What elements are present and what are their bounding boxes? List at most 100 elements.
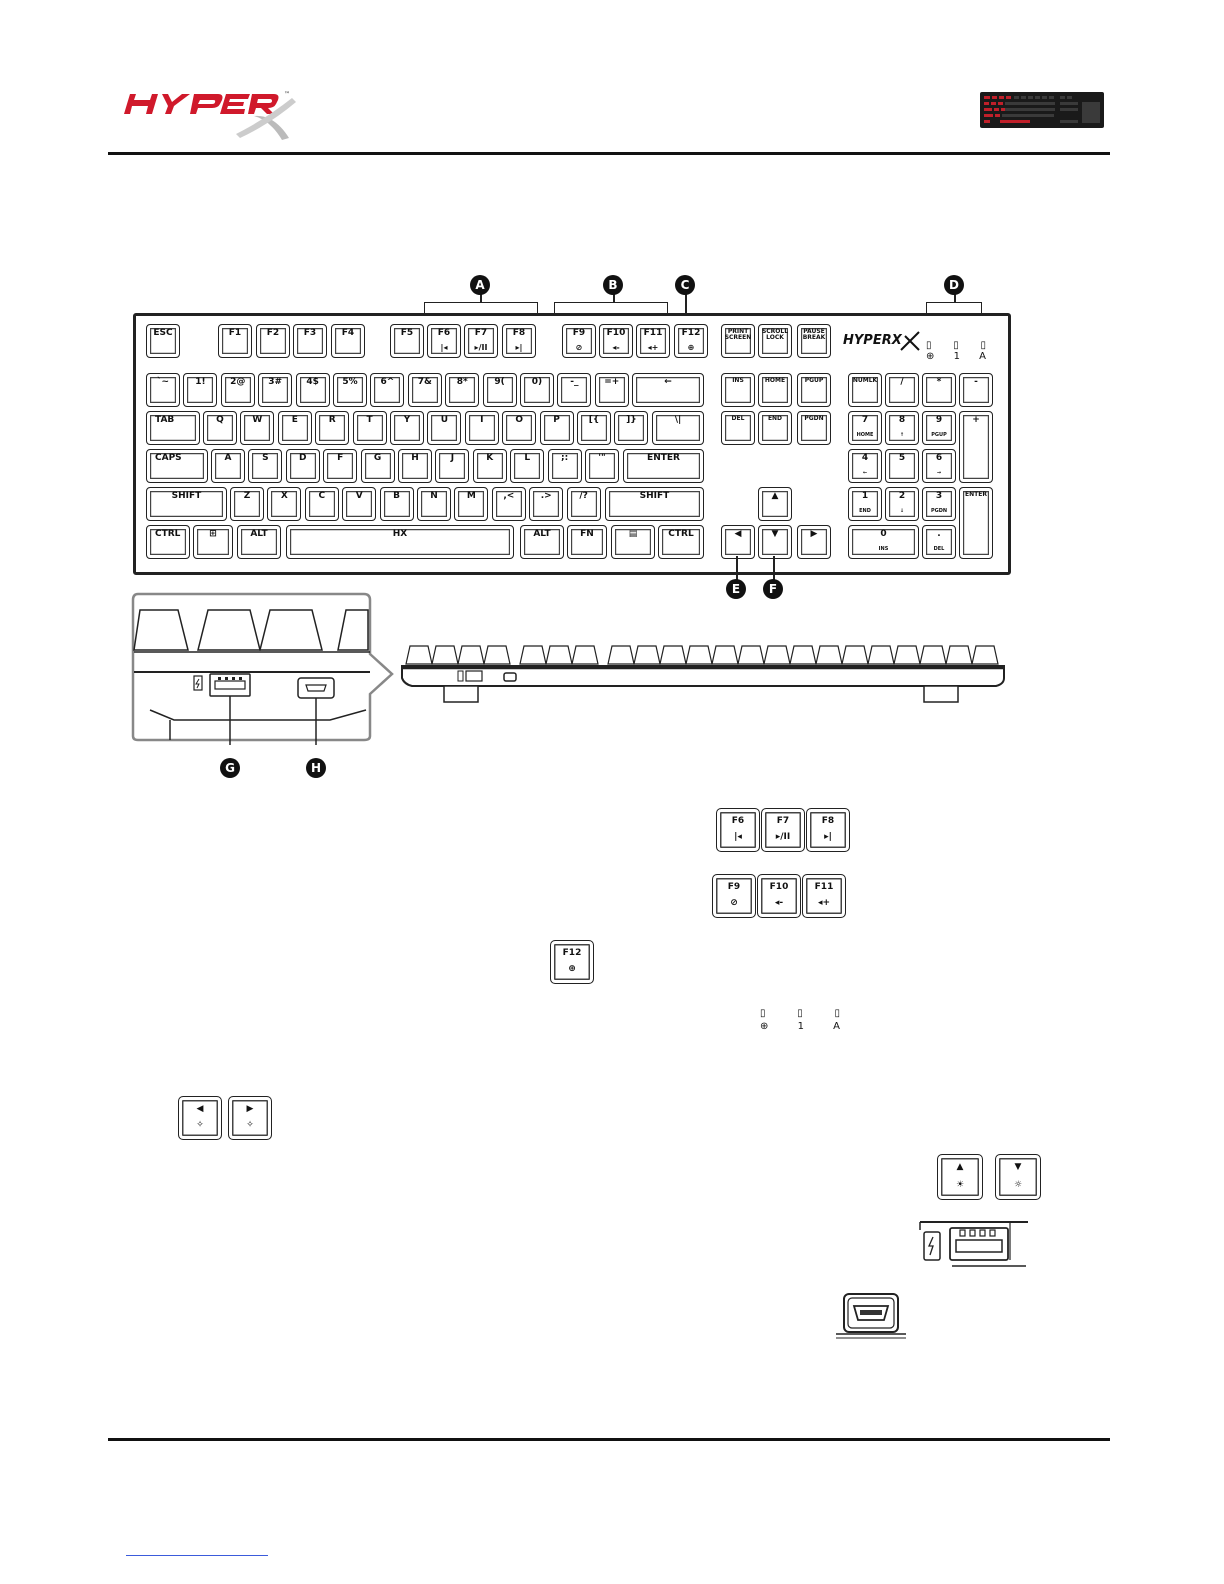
key-d[interactable]: D — [285, 449, 320, 483]
key-sym[interactable]: [{ — [577, 411, 611, 445]
key-z[interactable]: Z — [230, 487, 264, 521]
key-u[interactable]: U — [427, 411, 462, 445]
key-ctrl[interactable]: CTRL — [658, 525, 704, 559]
key-sym[interactable]: =+ — [594, 373, 629, 407]
key-sym[interactable]: * — [922, 373, 956, 407]
key-sym[interactable]: ▶ — [797, 525, 831, 559]
key-pgdn[interactable]: PGDN — [797, 411, 831, 445]
key-c[interactable]: C — [304, 487, 339, 521]
key-sym[interactable]: / — [885, 373, 919, 407]
key-g[interactable]: G — [360, 449, 395, 483]
key-sym[interactable]: ← — [632, 373, 704, 407]
key-numlk[interactable]: NUMLK — [848, 373, 882, 407]
key-y[interactable]: Y — [390, 411, 424, 445]
key-alt[interactable]: ALT — [237, 525, 281, 559]
key-sym[interactable]: -_ — [557, 373, 592, 407]
key-sym[interactable]: ▼ — [758, 525, 792, 559]
key-1[interactable]: 1! — [183, 373, 218, 407]
key-sym[interactable]: ,< — [491, 487, 526, 521]
key-f7[interactable]: F7▸/II — [464, 324, 498, 358]
key-print-screen[interactable]: PRINT SCREEN — [721, 324, 755, 358]
key-sym[interactable]: .DEL — [922, 525, 956, 559]
key-end[interactable]: END — [758, 411, 792, 445]
key-i[interactable]: I — [464, 411, 499, 445]
key-4[interactable]: 4← — [848, 449, 882, 483]
key-0[interactable]: 0) — [520, 373, 554, 407]
key-l[interactable]: L — [510, 449, 545, 483]
key-tab[interactable]: TAB — [146, 411, 200, 445]
key-del[interactable]: DEL — [721, 411, 755, 445]
key-sym[interactable]: + — [959, 411, 993, 483]
key-o[interactable]: O — [502, 411, 537, 445]
key-h[interactable]: H — [398, 449, 432, 483]
key-b[interactable]: B — [379, 487, 414, 521]
key-v[interactable]: V — [342, 487, 377, 521]
key-n[interactable]: N — [417, 487, 451, 521]
key-sym[interactable]: - — [959, 373, 993, 407]
key-f9[interactable]: F9⊘ — [562, 324, 596, 358]
key-enter[interactable]: ENTER — [959, 487, 993, 559]
key-j[interactable]: J — [435, 449, 470, 483]
key-sym[interactable]: ]} — [614, 411, 649, 445]
key-ins[interactable]: INS — [721, 373, 755, 407]
key-enter[interactable]: ENTER — [623, 449, 704, 483]
key-caps[interactable]: CAPS — [146, 449, 208, 483]
key-pause-break[interactable]: PAUSE BREAK — [797, 324, 831, 358]
key-f6[interactable]: F6|◂ — [427, 324, 461, 358]
key-4[interactable]: 4$ — [295, 373, 330, 407]
key-sym[interactable]: ▲ — [758, 487, 792, 521]
key-7[interactable]: 7& — [407, 373, 442, 407]
key-2[interactable]: 2@ — [220, 373, 255, 407]
key-sym[interactable]: '" — [585, 449, 619, 483]
key-8[interactable]: 8* — [445, 373, 480, 407]
key-esc[interactable]: ESC — [146, 324, 180, 358]
key-home[interactable]: HOME — [758, 373, 792, 407]
key-r[interactable]: R — [315, 411, 350, 445]
key-t[interactable]: T — [352, 411, 387, 445]
key-e[interactable]: E — [277, 411, 312, 445]
key-sym[interactable]: \| — [652, 411, 704, 445]
key-w[interactable]: W — [240, 411, 275, 445]
key-f2[interactable]: F2 — [256, 324, 290, 358]
key-sym[interactable]: ▤ — [611, 525, 655, 559]
key-f11[interactable]: F11◂+ — [636, 324, 670, 358]
key-8[interactable]: 8↑ — [885, 411, 919, 445]
key-m[interactable]: M — [454, 487, 489, 521]
key-f3[interactable]: F3 — [293, 324, 327, 358]
key-3[interactable]: 3# — [258, 373, 293, 407]
key-f10[interactable]: F10◂- — [599, 324, 633, 358]
key-f4[interactable]: F4 — [331, 324, 365, 358]
key-shift[interactable]: SHIFT — [605, 487, 704, 521]
key-s[interactable]: S — [248, 449, 283, 483]
key-f[interactable]: F — [323, 449, 358, 483]
key-9[interactable]: 9( — [482, 373, 517, 407]
key-sym[interactable]: /? — [566, 487, 601, 521]
key-sym[interactable]: .> — [529, 487, 564, 521]
key-sym[interactable]: ⊞ — [193, 525, 233, 559]
key-fn[interactable]: FN — [567, 525, 607, 559]
key-shift[interactable]: SHIFT — [146, 487, 227, 521]
key-p[interactable]: P — [539, 411, 574, 445]
key-pgup[interactable]: PGUP — [797, 373, 831, 407]
key-5[interactable]: 5% — [333, 373, 367, 407]
key-f12[interactable]: F12⊕ — [674, 324, 708, 358]
key-scroll-lock[interactable]: SCROLL LOCK — [758, 324, 792, 358]
key-6[interactable]: 6^ — [370, 373, 405, 407]
key-sym[interactable]: `~ — [146, 373, 180, 407]
key-5[interactable]: 5 — [885, 449, 919, 483]
key-f1[interactable]: F1 — [218, 324, 252, 358]
key-x[interactable]: X — [267, 487, 302, 521]
key-6[interactable]: 6→ — [922, 449, 956, 483]
key-q[interactable]: Q — [203, 411, 237, 445]
key-sym[interactable]: ;: — [547, 449, 582, 483]
key-hx[interactable]: HX — [286, 525, 514, 559]
key-sym[interactable]: ◀ — [721, 525, 755, 559]
key-f5[interactable]: F5 — [390, 324, 424, 358]
key-alt[interactable]: ALT — [520, 525, 564, 559]
key-2[interactable]: 2↓ — [885, 487, 919, 521]
